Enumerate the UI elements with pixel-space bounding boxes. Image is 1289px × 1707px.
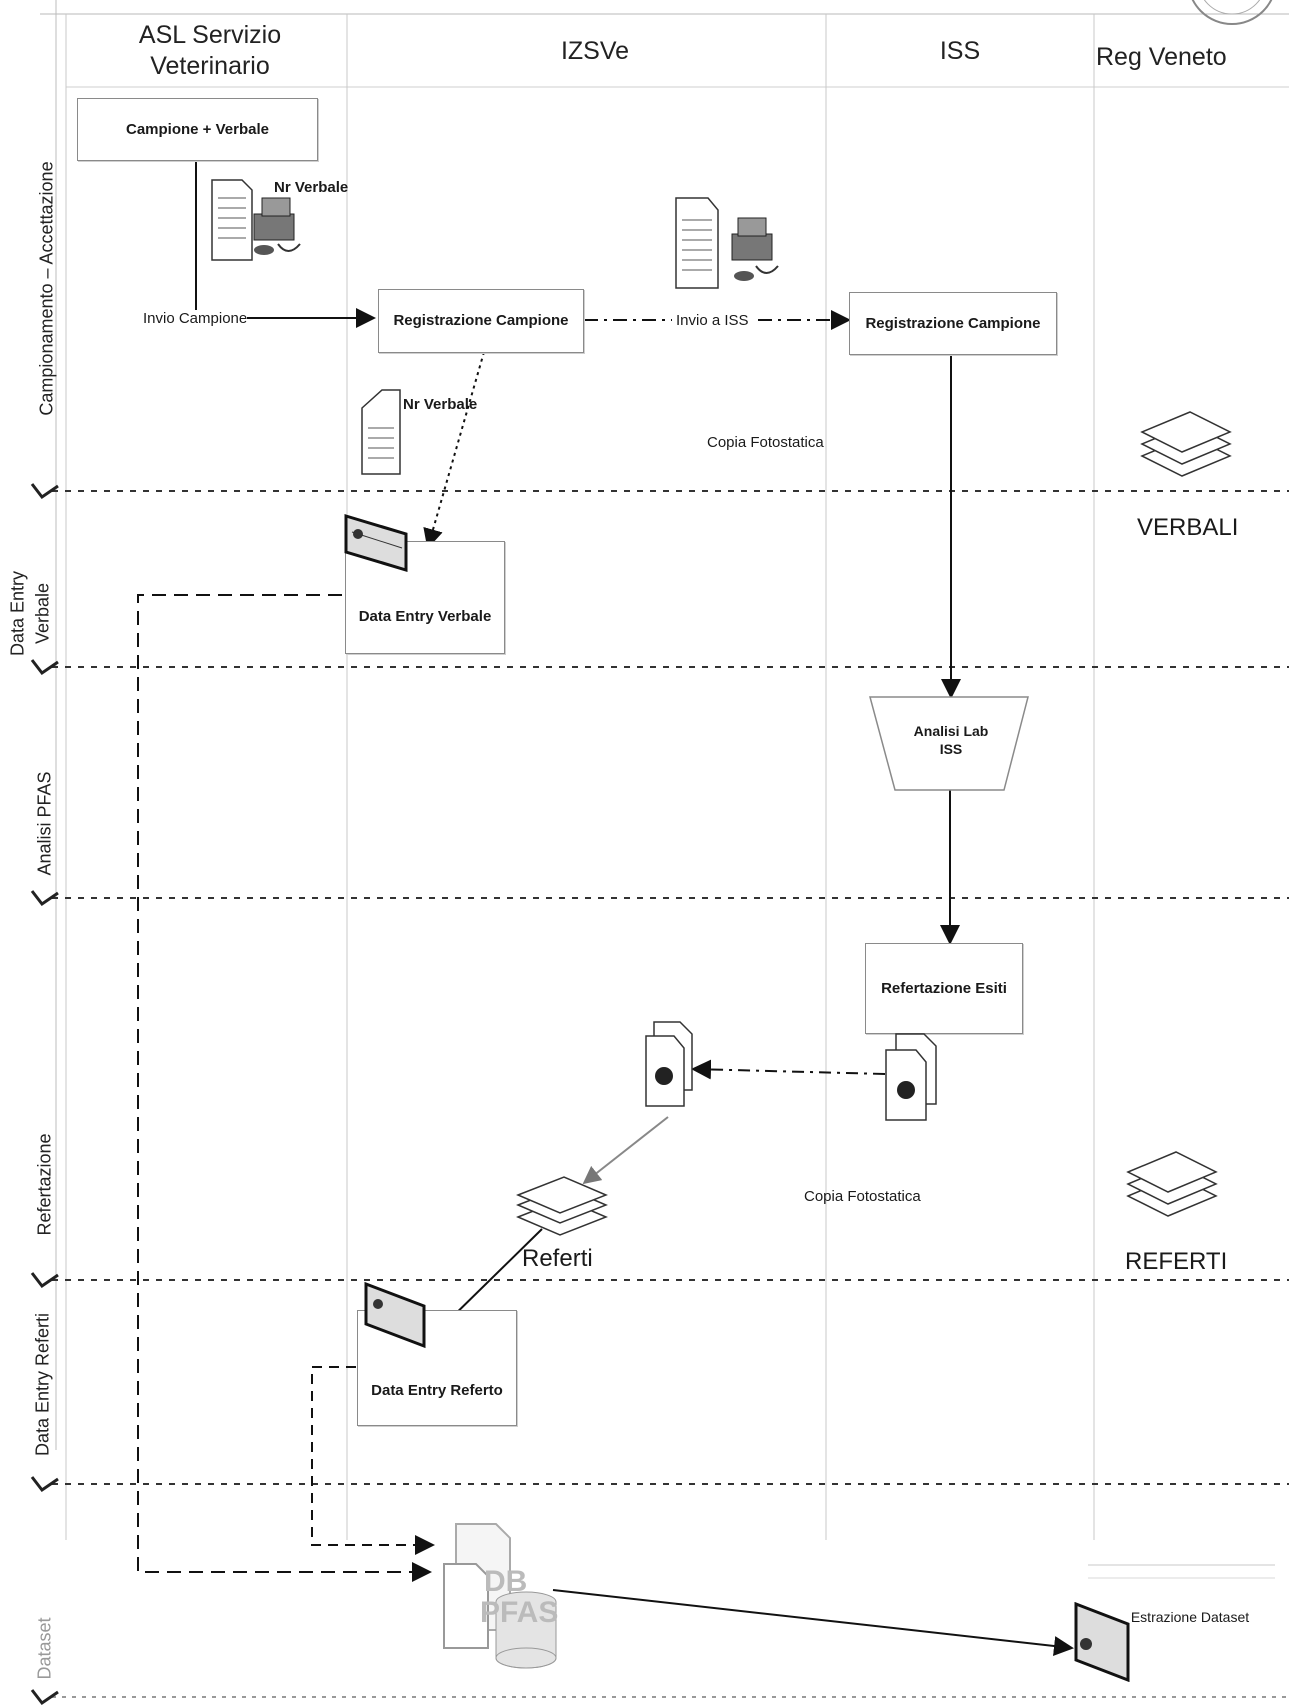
stamp-icon bbox=[1191, 0, 1273, 25]
phase-label-verbale: Verbale bbox=[32, 582, 53, 645]
phase-chevrons bbox=[30, 483, 59, 1706]
database-icon bbox=[443, 1523, 557, 1669]
analisi-shape bbox=[869, 696, 1029, 791]
arrow-de-referto-db bbox=[311, 1366, 435, 1555]
node-campione-verbale: Campione + Verbale bbox=[77, 98, 318, 161]
phase-label-dataset: Dataset bbox=[34, 1617, 55, 1680]
label-nr-verbale-2: Nr Verbale bbox=[403, 396, 478, 413]
scanned-doc-icon-2 bbox=[364, 1281, 426, 1349]
node-estrazione-dataset: Estrazione Dataset bbox=[1130, 1609, 1250, 1625]
arrow-referti-copy bbox=[691, 1059, 886, 1080]
phase-label-campionamento: Campionamento – Accettazione bbox=[36, 161, 57, 416]
label-copia-fotostatica-1: Copia Fotostatica bbox=[707, 434, 824, 451]
lane-header-izsve: IZSVe bbox=[560, 37, 630, 65]
report-icon bbox=[645, 1021, 693, 1107]
lane-header-reg-veneto: Reg Veneto bbox=[1096, 43, 1227, 71]
phase-separators bbox=[52, 490, 1289, 1485]
label-verbali: VERBALI bbox=[1137, 514, 1239, 541]
db-label-top: DB bbox=[484, 1565, 528, 1598]
phase-label-refertazione: Refertazione bbox=[34, 1133, 55, 1236]
documents-stack-icon bbox=[1140, 411, 1232, 477]
label-referti: Referti bbox=[522, 1245, 593, 1272]
documents-stack-icon-3 bbox=[516, 1176, 608, 1236]
phase-label-data-entry: Data Entry bbox=[7, 570, 28, 657]
arrow-to-referti bbox=[582, 1116, 669, 1185]
label-referti-store: REFERTI bbox=[1125, 1248, 1228, 1275]
documents-stack-icon-2 bbox=[1126, 1151, 1218, 1217]
lane-header-iss: ISS bbox=[939, 37, 981, 65]
lane-header-asl: ASL Servizio Veterinario bbox=[138, 21, 282, 80]
label-copia-fotostatica-2: Copia Fotostatica bbox=[804, 1188, 921, 1205]
db-label-bottom: PFAS bbox=[480, 1596, 559, 1629]
document-computer-icon-2 bbox=[675, 197, 779, 289]
node-refertazione-esiti: Refertazione Esiti bbox=[865, 943, 1023, 1034]
report-icon-2 bbox=[885, 1033, 937, 1121]
label-invio-iss: Invio a ISS bbox=[672, 312, 753, 329]
arrow-to-de-verbale bbox=[423, 351, 485, 549]
node-registrazione-iss: Registrazione Campione bbox=[849, 292, 1057, 355]
arrow-de-verbale-db bbox=[137, 594, 432, 1582]
arrow-to-estrazione bbox=[552, 1589, 1074, 1656]
node-analisi-lab-iss: Analisi Lab ISS bbox=[913, 723, 989, 757]
node-registrazione-izsve: Registrazione Campione bbox=[378, 289, 584, 353]
label-invio-campione: Invio Campione bbox=[143, 310, 248, 327]
scanned-doc-icon-3 bbox=[1074, 1602, 1130, 1682]
document-computer-icon bbox=[211, 179, 301, 261]
document-icon bbox=[361, 389, 401, 475]
phase-label-analisi-pfas: Analisi PFAS bbox=[34, 771, 55, 876]
scanned-doc-icon bbox=[344, 513, 408, 572]
phase-label-data-entry-referti: Data Entry Referti bbox=[32, 1312, 53, 1457]
label-nr-verbale-1: Nr Verbale bbox=[274, 179, 349, 196]
